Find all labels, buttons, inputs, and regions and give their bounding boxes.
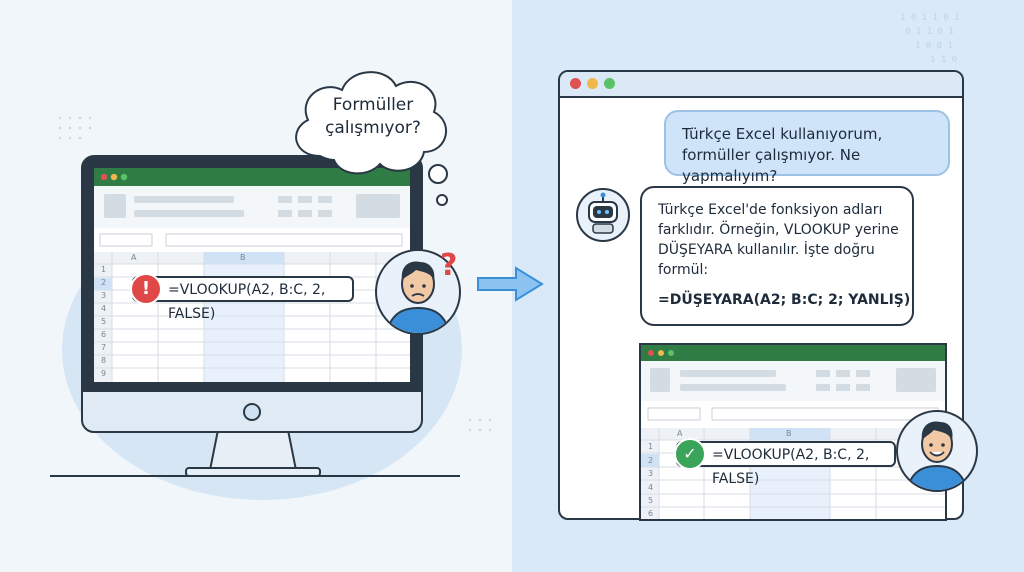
row-number: 6 — [101, 330, 107, 339]
thought-cloud — [295, 71, 448, 206]
assistant-message-text: Türkçe Excel'de fonksiyon adları farklıd… — [658, 202, 899, 278]
row-number: 9 — [101, 369, 107, 378]
column-header-b: B — [786, 429, 792, 438]
row-number: 5 — [101, 317, 107, 326]
robot-avatar-icon — [576, 188, 630, 242]
row-number: 7 — [101, 343, 107, 352]
window-close-button[interactable] — [570, 78, 581, 89]
user-message-bubble: Türkçe Excel kullanıyorum, formüller çal… — [664, 110, 950, 185]
column-header-a: A — [677, 429, 683, 438]
user-message-text: Türkçe Excel kullanıyorum, formüller çal… — [682, 125, 883, 185]
svg-text:1 0 0 1: 1 0 0 1 — [915, 41, 953, 51]
thought-bubble-text: Formüller çalışmıyor? — [318, 94, 428, 140]
window-maximize-button[interactable] — [604, 78, 615, 89]
happy-user-avatar — [896, 410, 978, 492]
assistant-message-bubble: Türkçe Excel'de fonksiyon adları farklıd… — [640, 186, 914, 326]
row-number: 4 — [101, 304, 107, 313]
row-number: 1 — [101, 265, 107, 274]
left-formula-text: =VLOOKUP(A2, B:C, 2, FALSE) — [168, 282, 326, 322]
row-number: 3 — [648, 469, 654, 478]
svg-text:1 0 1 1 0 1: 1 0 1 1 0 1 — [900, 13, 960, 23]
row-number: 6 — [648, 509, 654, 518]
window-minimize-button[interactable] — [587, 78, 598, 89]
row-number: 3 — [101, 291, 107, 300]
chat-window-titlebar — [560, 72, 962, 98]
column-header-b: B — [240, 253, 246, 262]
monitor — [50, 155, 460, 477]
svg-text:1 1 0: 1 1 0 — [930, 55, 957, 65]
check-icon: ✓ — [674, 438, 706, 470]
row-number: 2 — [648, 456, 654, 465]
column-header-a: A — [131, 253, 137, 262]
right-formula-cell[interactable]: ✓ =VLOOKUP(A2, B:C, 2, FALSE) — [674, 438, 896, 487]
row-number: 5 — [648, 496, 654, 505]
svg-text:0 1 1 0 1: 0 1 1 0 1 — [905, 27, 954, 37]
row-number: 4 — [648, 483, 654, 492]
row-number: 2 — [101, 278, 107, 287]
thought-line-2: çalışmıyor? — [325, 118, 421, 138]
arrow-right-icon — [477, 266, 544, 302]
question-mark-icon: ? — [440, 248, 458, 283]
thought-line-1: Formüller — [332, 95, 414, 115]
row-number: 1 — [648, 442, 654, 451]
row-number: 8 — [101, 356, 107, 365]
assistant-formula-text: =DÜŞEYARA(A2; B:C; 2; YANLIŞ) — [658, 292, 911, 308]
right-formula-text: =VLOOKUP(A2, B:C, 2, FALSE) — [712, 447, 870, 487]
left-formula-cell[interactable]: ! =VLOOKUP(A2, B:C, 2, FALSE) — [130, 273, 354, 322]
error-icon: ! — [130, 273, 162, 305]
confused-user-avatar — [375, 249, 461, 335]
